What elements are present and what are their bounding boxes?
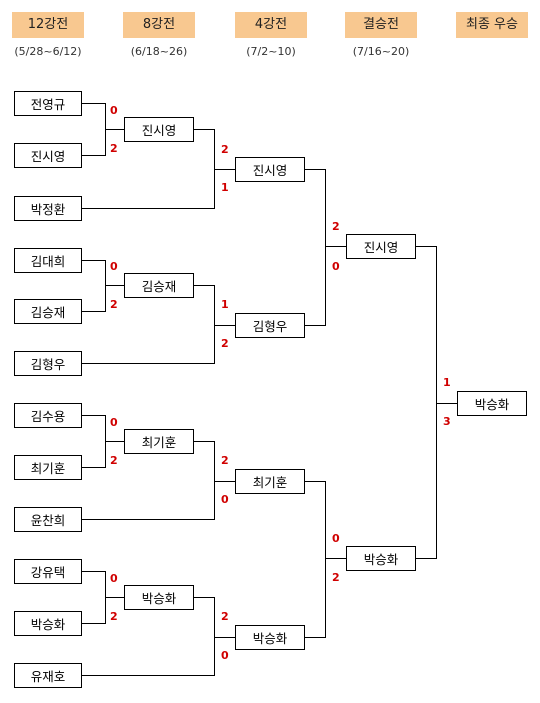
score-r12: 0 bbox=[110, 104, 118, 117]
score-r4: 0 bbox=[332, 260, 340, 273]
bracket-line bbox=[105, 129, 124, 130]
round-header-8: 8강전 bbox=[123, 12, 195, 38]
player-final-2: 박승화 bbox=[346, 546, 416, 571]
bracket-line bbox=[105, 597, 124, 598]
player-r12-10: 강유택 bbox=[14, 559, 82, 584]
bracket-line bbox=[305, 481, 326, 482]
player-r12-1: 전영규 bbox=[14, 91, 82, 116]
round-header-final: 결승전 bbox=[345, 12, 417, 38]
bracket-line bbox=[82, 311, 106, 312]
score-r12: 2 bbox=[110, 454, 118, 467]
bracket-line bbox=[416, 246, 437, 247]
bracket-line bbox=[194, 285, 215, 286]
score-r8: 2 bbox=[221, 610, 229, 623]
player-r12-2: 진시영 bbox=[14, 143, 82, 168]
bracket-line bbox=[214, 285, 215, 364]
player-r12-7: 김수용 bbox=[14, 403, 82, 428]
bracket-line bbox=[82, 467, 106, 468]
bracket-line bbox=[82, 675, 215, 676]
round-dates-8: (6/18~26) bbox=[130, 45, 188, 58]
bracket-line bbox=[194, 597, 215, 598]
score-r4: 0 bbox=[332, 532, 340, 545]
bracket-line bbox=[82, 415, 106, 416]
score-final: 1 bbox=[443, 376, 451, 389]
player-r4-2: 김형우 bbox=[235, 313, 305, 338]
score-r12: 2 bbox=[110, 298, 118, 311]
player-r8-4: 박승화 bbox=[124, 585, 194, 610]
score-r8: 2 bbox=[221, 337, 229, 350]
score-r12: 0 bbox=[110, 572, 118, 585]
player-r4-1: 진시영 bbox=[235, 157, 305, 182]
round-dates-final: (7/16~20) bbox=[352, 45, 410, 58]
bracket-line bbox=[82, 155, 106, 156]
round-header-12: 12강전 bbox=[12, 12, 84, 38]
bracket-line bbox=[214, 481, 235, 482]
bracket-line bbox=[436, 403, 457, 404]
bracket-line bbox=[194, 129, 215, 130]
score-r12: 2 bbox=[110, 142, 118, 155]
bracket-line bbox=[105, 260, 106, 312]
bracket-line bbox=[82, 363, 215, 364]
bracket-line bbox=[214, 441, 215, 520]
bracket-line bbox=[105, 441, 124, 442]
bracket-line bbox=[82, 519, 215, 520]
score-r8: 0 bbox=[221, 493, 229, 506]
player-r8-3: 최기훈 bbox=[124, 429, 194, 454]
player-r12-4: 김대희 bbox=[14, 248, 82, 273]
round-dates-4: (7/2~10) bbox=[246, 45, 296, 58]
player-final-1: 진시영 bbox=[346, 234, 416, 259]
score-r8: 1 bbox=[221, 181, 229, 194]
player-r4-4: 박승화 bbox=[235, 625, 305, 650]
player-r4-3: 최기훈 bbox=[235, 469, 305, 494]
score-r8: 0 bbox=[221, 649, 229, 662]
bracket-line bbox=[325, 169, 326, 326]
bracket-line bbox=[82, 623, 106, 624]
bracket-line bbox=[214, 597, 215, 676]
score-r8: 2 bbox=[221, 143, 229, 156]
score-r4: 2 bbox=[332, 220, 340, 233]
round-header-4: 4강전 bbox=[235, 12, 307, 38]
round-dates-12: (5/28~6/12) bbox=[14, 45, 82, 58]
score-r12: 2 bbox=[110, 610, 118, 623]
player-r12-6: 김형우 bbox=[14, 351, 82, 376]
player-r12-12: 유재호 bbox=[14, 663, 82, 688]
player-r8-1: 진시영 bbox=[124, 117, 194, 142]
player-r12-3: 박정환 bbox=[14, 196, 82, 221]
player-r12-8: 최기훈 bbox=[14, 455, 82, 480]
bracket-line bbox=[305, 325, 326, 326]
bracket-line bbox=[436, 246, 437, 559]
bracket-line bbox=[82, 571, 106, 572]
champion-box: 박승화 bbox=[457, 391, 527, 416]
bracket-line bbox=[214, 637, 235, 638]
bracket-line bbox=[214, 325, 235, 326]
score-r12: 0 bbox=[110, 416, 118, 429]
score-r8: 2 bbox=[221, 454, 229, 467]
bracket-line bbox=[325, 481, 326, 638]
round-header-champion: 최종 우승 bbox=[456, 12, 528, 38]
bracket-line bbox=[82, 103, 106, 104]
score-final: 3 bbox=[443, 415, 451, 428]
bracket-line bbox=[214, 169, 235, 170]
player-r8-2: 김승재 bbox=[124, 273, 194, 298]
player-r12-5: 김승재 bbox=[14, 299, 82, 324]
bracket-line bbox=[82, 208, 215, 209]
score-r4: 2 bbox=[332, 571, 340, 584]
bracket-line bbox=[305, 637, 326, 638]
player-r12-11: 박승화 bbox=[14, 611, 82, 636]
bracket-line bbox=[194, 441, 215, 442]
bracket-line bbox=[305, 169, 326, 170]
score-r8: 1 bbox=[221, 298, 229, 311]
bracket-line bbox=[105, 285, 124, 286]
player-r12-9: 윤찬희 bbox=[14, 507, 82, 532]
score-r12: 0 bbox=[110, 260, 118, 273]
bracket-line bbox=[325, 558, 346, 559]
bracket-line bbox=[82, 260, 106, 261]
bracket-line bbox=[416, 558, 437, 559]
bracket-line bbox=[325, 246, 346, 247]
